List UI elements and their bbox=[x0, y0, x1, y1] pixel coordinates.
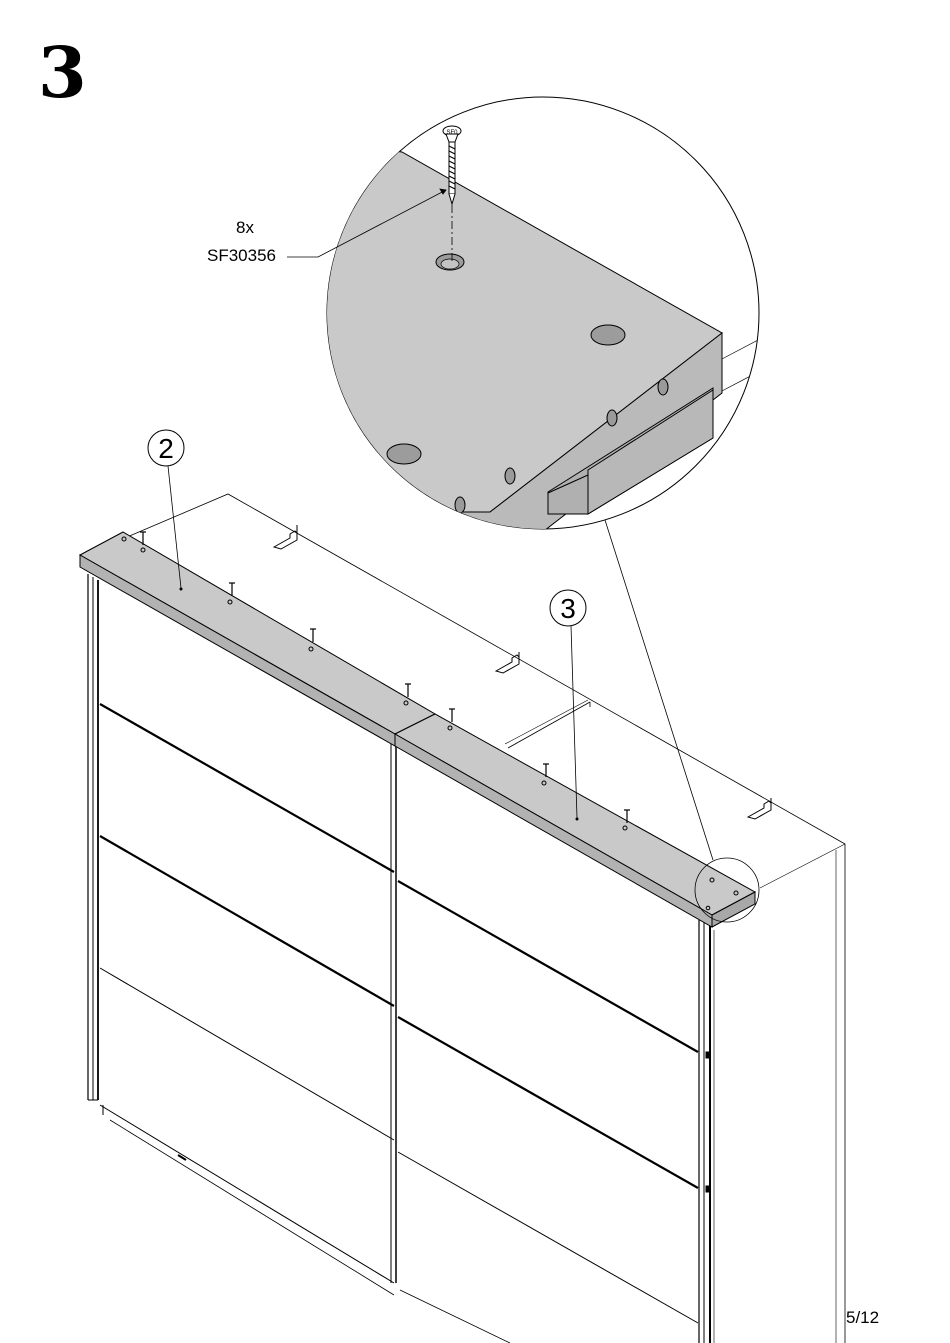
panel-screws bbox=[140, 532, 630, 823]
callout-3-label: 3 bbox=[560, 593, 576, 624]
zoom-detail: SF0 bbox=[300, 97, 800, 565]
callout-2-label: 2 bbox=[158, 433, 174, 464]
top-panels bbox=[80, 532, 755, 927]
